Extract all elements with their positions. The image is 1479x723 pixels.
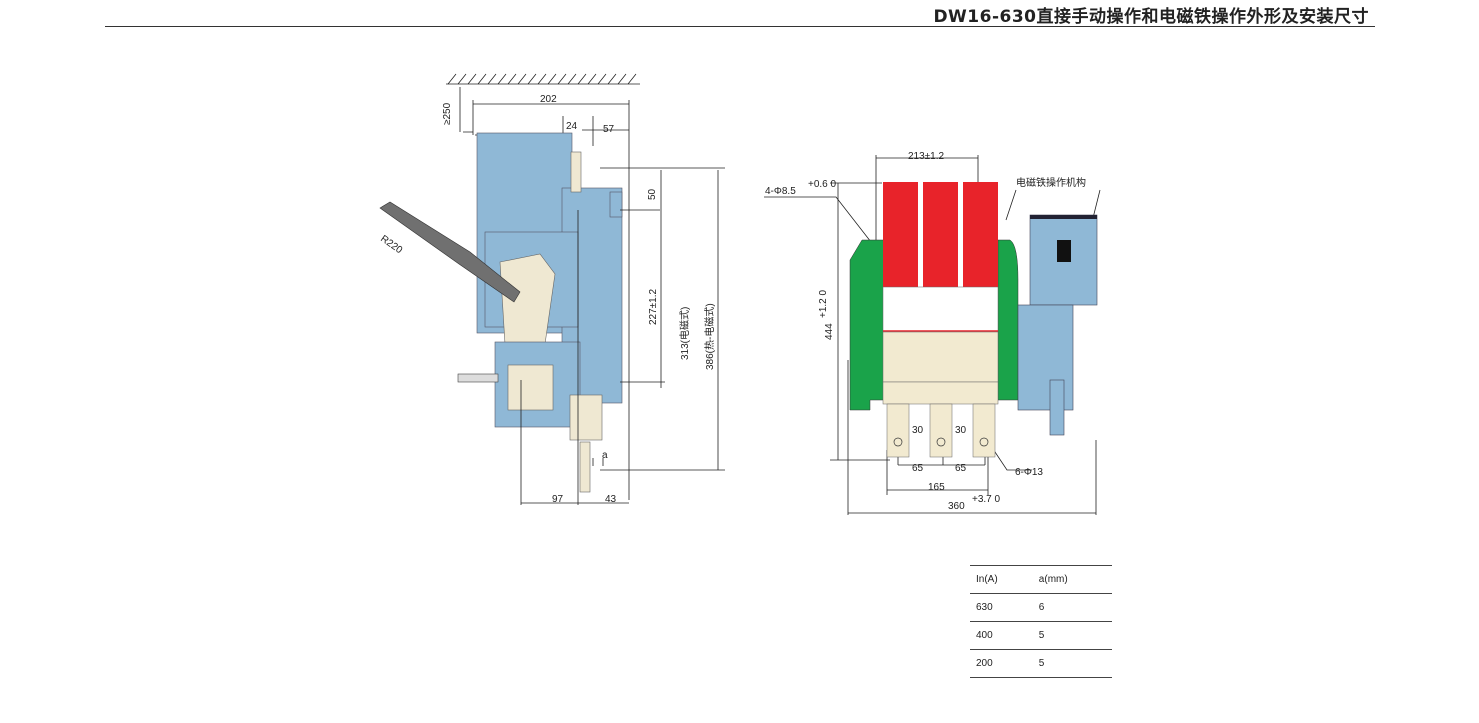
dim-30b: 30	[955, 425, 967, 436]
cell-in: 200	[970, 649, 1033, 678]
dim-313: 313(电磁式)	[678, 307, 691, 360]
current-coil	[569, 394, 603, 441]
header-in: In(A)	[970, 565, 1033, 594]
side-view-drawing: ≥250 202 24 57 50 227±1.2 313(电磁式) 386(热…	[378, 73, 725, 505]
terminal-2	[929, 403, 953, 458]
dim-24: 24	[566, 121, 578, 132]
dim-360-tol: +3.7 0	[972, 494, 1001, 505]
front-view-drawing: 213±1.2 4-Φ8.5 +0.6 0 电磁铁操作机构 444 +1.2 0…	[764, 151, 1101, 515]
dim-57: 57	[603, 124, 615, 135]
terminal-3	[972, 403, 996, 458]
header-rule	[105, 26, 1375, 27]
page-title: DW16-630直接手动操作和电磁铁操作外形及安装尺寸	[933, 7, 1369, 27]
dim-202: 202	[540, 94, 557, 105]
right-frame	[997, 239, 1019, 401]
bottom-terminal	[579, 441, 591, 493]
operating-handle	[379, 201, 521, 303]
dim-clearance: ≥250	[442, 102, 453, 125]
cell-a: 5	[1032, 621, 1112, 650]
dim-a: a	[602, 450, 608, 461]
ceiling-hatch	[447, 73, 637, 85]
dim-holes-tol: +0.6 0	[808, 179, 837, 190]
dim-terminal-holes: 6-Φ13	[1015, 467, 1043, 478]
cell-a: 6	[1032, 593, 1112, 622]
left-frame	[849, 239, 885, 411]
top-terminal	[570, 151, 582, 193]
dim-50: 50	[647, 188, 658, 200]
dim-165: 165	[928, 482, 945, 493]
dim-43: 43	[605, 494, 617, 505]
dim-holes: 4-Φ8.5	[765, 186, 796, 197]
cell-in: 630	[970, 593, 1033, 622]
dim-65b: 65	[955, 463, 967, 474]
dim-444: 444	[824, 323, 835, 340]
label-mechanism: 电磁铁操作机构	[1016, 176, 1086, 189]
dim-97: 97	[552, 494, 564, 505]
pole-3	[963, 182, 998, 287]
pole-2	[923, 182, 958, 287]
dim-213: 213±1.2	[908, 151, 945, 162]
header-a: a(mm)	[1032, 565, 1112, 594]
dim-444-tol: +1.2 0	[818, 289, 829, 318]
table-header-row: In(A) a(mm)	[970, 565, 1112, 594]
dim-r220: R220	[378, 233, 404, 256]
dim-65a: 65	[912, 463, 924, 474]
dim-227: 227±1.2	[648, 288, 659, 325]
terminal-1	[886, 403, 910, 458]
cell-in: 400	[970, 621, 1033, 650]
cell-a: 5	[1032, 649, 1112, 678]
cam-plate	[499, 253, 556, 345]
pole-1	[883, 182, 918, 287]
dim-360: 360	[948, 501, 965, 512]
dim-30a: 30	[912, 425, 924, 436]
dim-386: 386(热-电磁式)	[703, 303, 716, 370]
